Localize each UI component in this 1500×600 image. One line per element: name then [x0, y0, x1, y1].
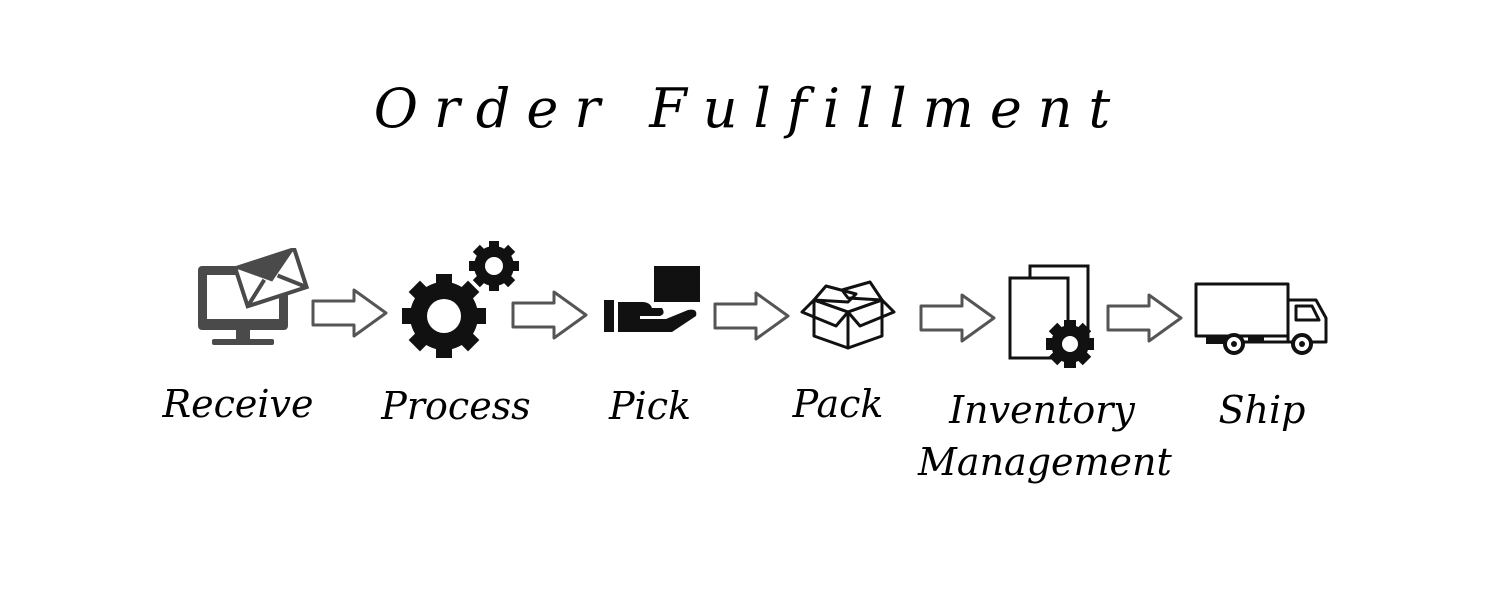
computer-envelope-icon — [198, 248, 310, 345]
arrow-right-icon — [311, 288, 388, 338]
step-label-pack: Pack — [792, 382, 884, 426]
documents-gear-icon — [1008, 264, 1094, 368]
step-label-inventory: Inventory — [949, 388, 1135, 432]
truck-icon — [1194, 282, 1328, 355]
gears-icon — [402, 241, 519, 358]
arrow-right-icon — [919, 293, 996, 343]
step-label-ship: Ship — [1218, 388, 1306, 432]
arrow-right-icon — [1106, 293, 1183, 343]
step-label-process: Process — [381, 384, 531, 428]
hand-box-icon — [604, 266, 700, 332]
step-label-receive: Receive — [162, 382, 314, 426]
arrow-right-icon — [713, 291, 790, 341]
diagram-title: Order Fulfillment — [373, 77, 1127, 140]
step-label-management: Management — [918, 440, 1172, 484]
step-label-pick: Pick — [608, 384, 692, 428]
open-box-icon — [800, 280, 896, 350]
arrow-right-icon — [511, 290, 588, 340]
